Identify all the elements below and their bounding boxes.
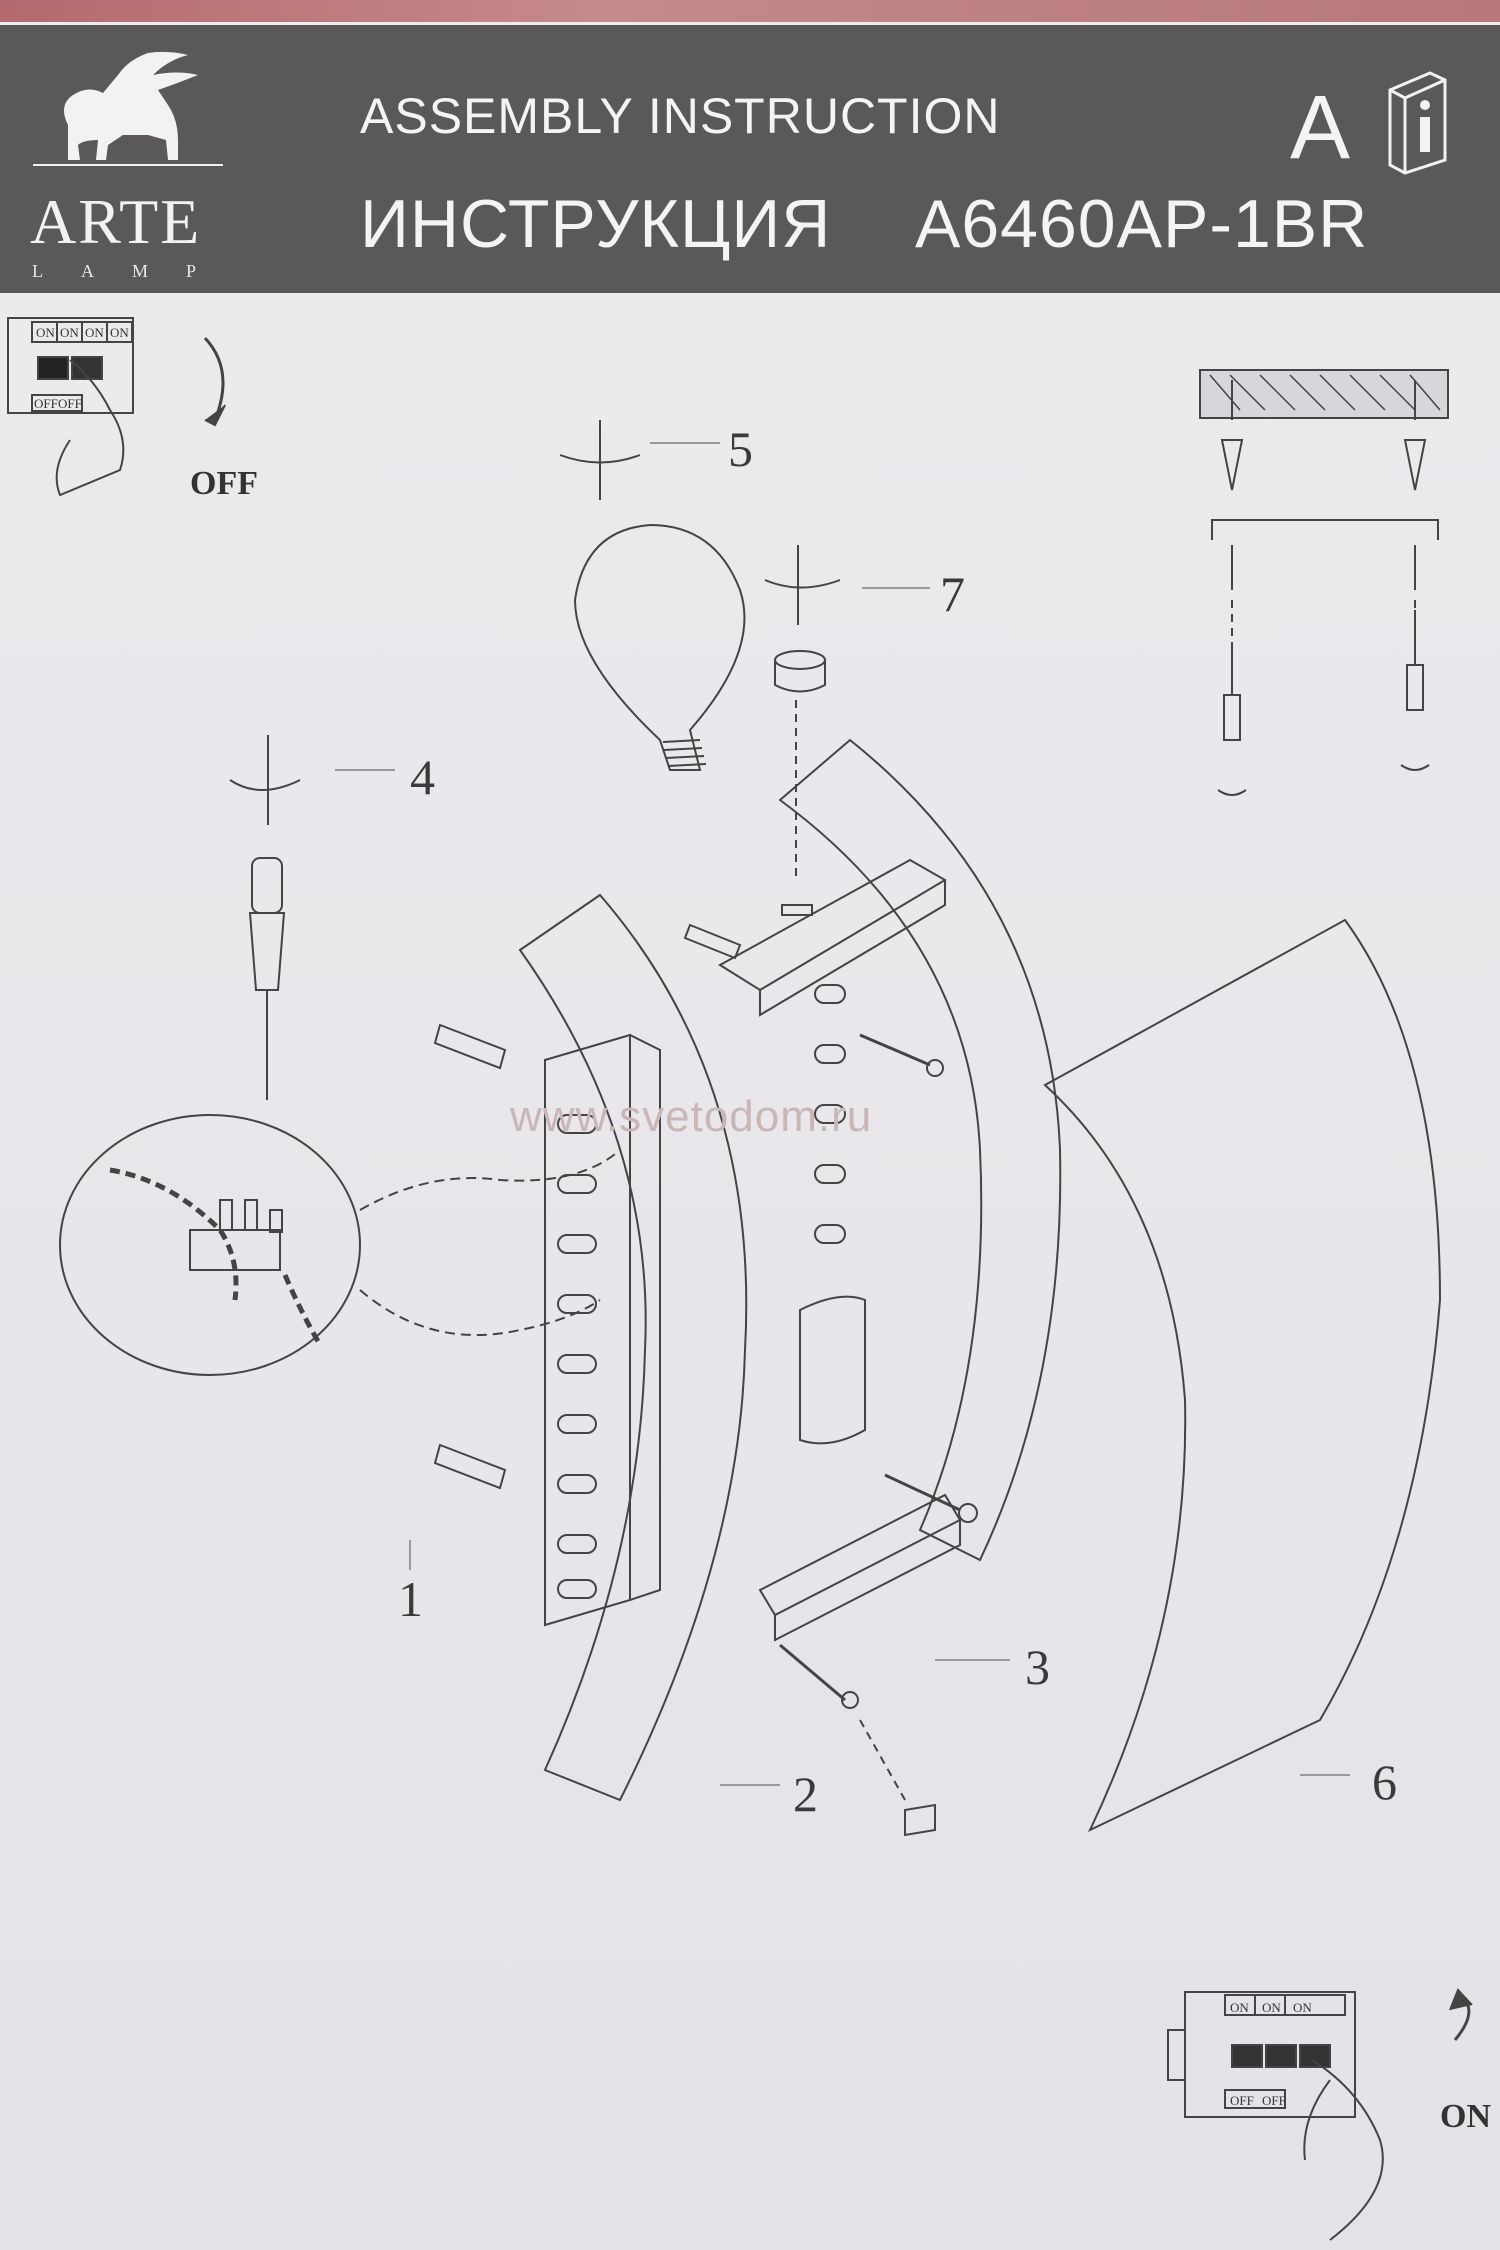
callout-4: 4 xyxy=(410,749,435,805)
info-book-icon xyxy=(1388,71,1447,175)
svg-text:OFF: OFF xyxy=(34,396,58,411)
svg-text:ON: ON xyxy=(1293,2000,1312,2015)
paper-edge xyxy=(0,0,1500,22)
griffin-logo-icon xyxy=(33,51,223,166)
mounting-bracket-diagram xyxy=(1199,369,1449,796)
light-bulb xyxy=(573,523,746,771)
callout-7: 7 xyxy=(940,566,965,622)
callout-6: 6 xyxy=(1372,1754,1397,1810)
watermark: www.svetodom.ru xyxy=(510,1092,873,1141)
callout-1: 1 xyxy=(398,1571,423,1627)
breaker-switch-on xyxy=(1167,1988,1473,2241)
title-russian: ИНСТРУКЦИЯ xyxy=(360,186,832,262)
svg-text:ON: ON xyxy=(60,325,79,340)
rotate-arrow-icon xyxy=(229,779,301,791)
screwdriver-icon xyxy=(248,857,286,1100)
model-number: A6460AP-1BR xyxy=(915,186,1369,262)
brand-name: ARTE xyxy=(30,186,202,257)
callout-2: 2 xyxy=(793,1766,818,1822)
svg-text:OFF: OFF xyxy=(1230,2093,1254,2108)
back-plate xyxy=(544,984,846,1627)
title-english: ASSEMBLY INSTRUCTION xyxy=(360,88,1001,144)
off-label: OFF xyxy=(190,465,258,502)
callout-5: 5 xyxy=(728,421,753,477)
brand-subtitle: LAMP xyxy=(32,261,235,281)
breaker-switch-off xyxy=(7,317,226,497)
glass-shade xyxy=(1043,918,1442,1833)
callout-3: 3 xyxy=(1025,1639,1050,1695)
on-label: ON xyxy=(1440,2098,1491,2135)
svg-text:ON: ON xyxy=(85,325,104,340)
svg-text:ON: ON xyxy=(36,325,55,340)
svg-text:ON: ON xyxy=(1230,2000,1249,2015)
svg-text:OFF: OFF xyxy=(58,396,82,411)
svg-text:ON: ON xyxy=(1262,2000,1281,2015)
wall-plug xyxy=(433,923,742,1490)
svg-text:ON: ON xyxy=(110,325,129,340)
section-letter: A xyxy=(1290,78,1351,178)
header-banner: ARTE LAMP ASSEMBLY INSTRUCTION ИНСТРУКЦИ… xyxy=(0,25,1500,293)
svg-text:OFF: OFF xyxy=(1262,2093,1286,2108)
screw xyxy=(779,1033,978,1709)
